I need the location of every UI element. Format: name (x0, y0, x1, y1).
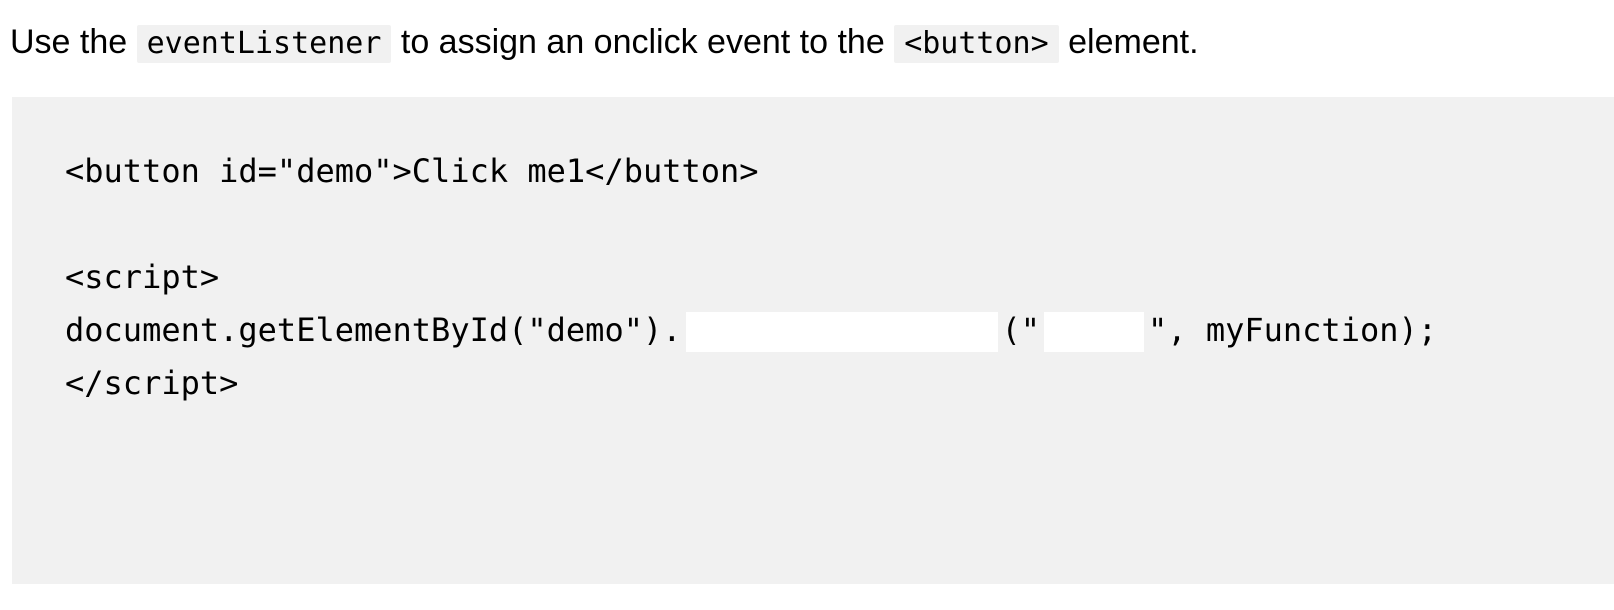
exercise-instruction: Use the eventListener to assign an oncli… (10, 22, 1604, 63)
code-line-fill-in: document.getElementById("demo"). (" ", myF… (65, 304, 1594, 357)
code-text-mid: (" (1001, 311, 1041, 349)
code-text-prefix: document.getElementById("demo"). (65, 311, 682, 349)
code-line-button: <button id="demo">Click me1</button> (65, 152, 759, 190)
code-line-script-open: <script> (65, 258, 220, 296)
code-line-script-close: </script> (65, 364, 239, 402)
code-line-blank (65, 198, 1594, 251)
instruction-text-part3: element. (1058, 23, 1199, 61)
instruction-text-part2: to assign an onclick event to the (391, 23, 895, 61)
code-badge-button-tag: <button> (894, 25, 1059, 63)
exercise-code-box: <button id="demo">Click me1</button> <sc… (12, 97, 1614, 584)
code-text-suffix: ", myFunction); (1148, 311, 1438, 349)
code-badge-eventlistener: eventListener (136, 25, 392, 63)
instruction-text-part1: Use the (10, 23, 137, 61)
method-name-input[interactable] (685, 312, 998, 352)
event-name-input[interactable] (1044, 312, 1145, 352)
